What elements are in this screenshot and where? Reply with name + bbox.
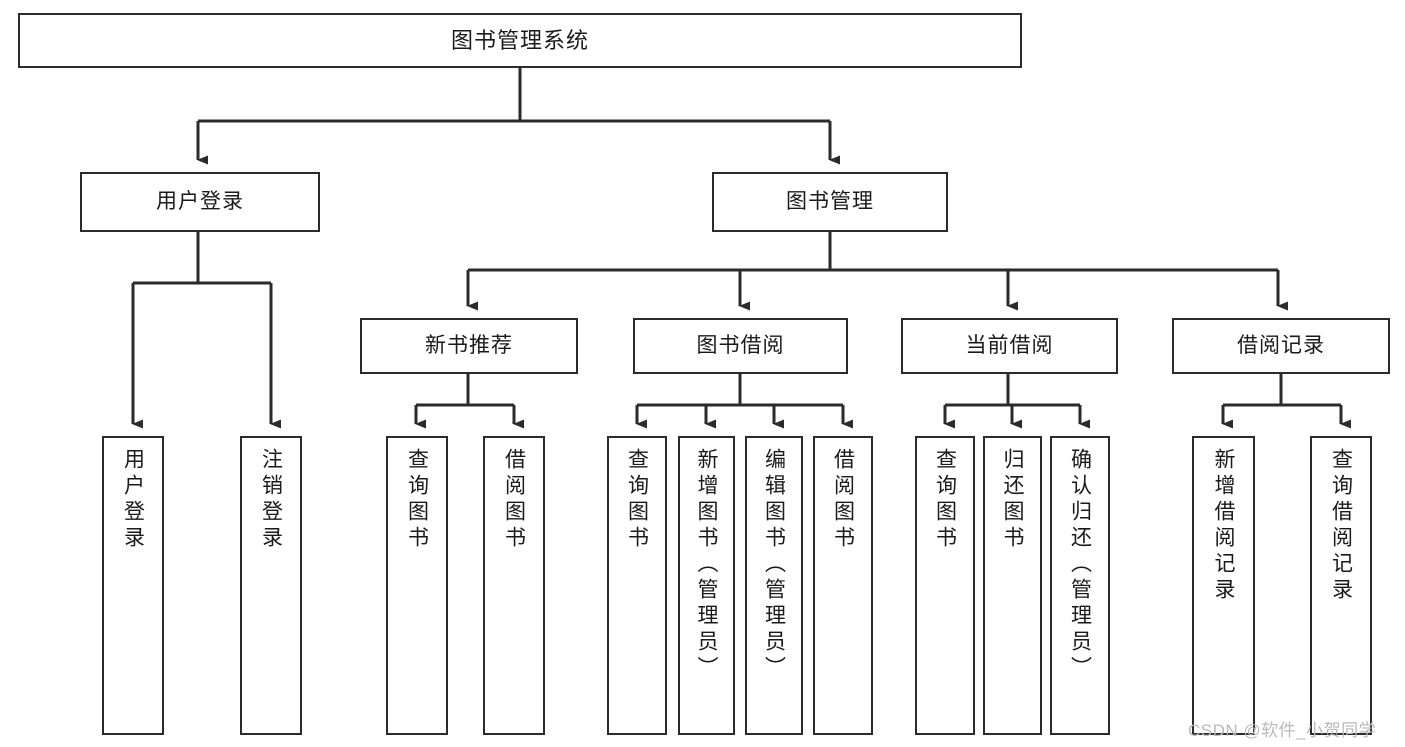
node-user-login[interactable]: 用户登录 — [80, 172, 320, 232]
node-label: 新增借阅记录 — [1212, 448, 1235, 604]
leaf-borrow-book[interactable]: 借阅图书 — [813, 436, 873, 735]
leaf-query-book-borrow[interactable]: 查询图书 — [607, 436, 667, 735]
node-label: 归还图书 — [1001, 448, 1024, 552]
node-label: 图书管理 — [786, 189, 874, 213]
leaf-return-book[interactable]: 归还图书 — [983, 436, 1042, 735]
node-borrow-record[interactable]: 借阅记录 — [1172, 318, 1390, 374]
node-label: 借阅图书 — [502, 448, 526, 552]
node-label: 图书借阅 — [696, 333, 785, 357]
node-book-borrow[interactable]: 图书借阅 — [633, 318, 848, 374]
node-label: 当前借阅 — [965, 333, 1054, 357]
leaf-add-book-admin[interactable]: 新增图书（管理员） — [678, 436, 735, 735]
leaf-borrow-book-recommend[interactable]: 借阅图书 — [483, 436, 545, 735]
node-label: 新书推荐 — [425, 333, 513, 357]
node-root-system[interactable]: 图书管理系统 — [18, 13, 1022, 68]
leaf-query-borrow-record[interactable]: 查询借阅记录 — [1310, 436, 1372, 735]
node-new-book-recommend[interactable]: 新书推荐 — [360, 318, 578, 374]
node-label: 注销登录 — [259, 448, 283, 552]
node-label: 用户登录 — [156, 189, 244, 213]
leaf-user-login[interactable]: 用户登录 — [102, 436, 164, 735]
node-label: 编辑图书（管理员） — [762, 448, 786, 682]
node-label: 借阅图书 — [831, 448, 855, 552]
node-label: 用户登录 — [121, 448, 145, 552]
node-book-management[interactable]: 图书管理 — [712, 172, 948, 232]
leaf-logout[interactable]: 注销登录 — [240, 436, 302, 735]
node-label: 查询图书 — [933, 448, 957, 552]
node-label: 图书管理系统 — [450, 27, 589, 53]
leaf-confirm-return-admin[interactable]: 确认归还（管理员） — [1050, 436, 1110, 735]
leaf-edit-book-admin[interactable]: 编辑图书（管理员） — [745, 436, 803, 735]
node-label: 确认归还（管理员） — [1068, 448, 1092, 682]
leaf-query-book-current[interactable]: 查询图书 — [915, 436, 975, 735]
node-label: 新增图书（管理员） — [695, 448, 718, 682]
node-label: 查询图书 — [405, 448, 429, 552]
node-current-borrow[interactable]: 当前借阅 — [901, 318, 1118, 374]
node-label: 借阅记录 — [1237, 333, 1325, 357]
leaf-query-book-recommend[interactable]: 查询图书 — [386, 436, 448, 735]
node-label: 查询借阅记录 — [1329, 448, 1353, 604]
leaf-add-borrow-record[interactable]: 新增借阅记录 — [1192, 436, 1255, 735]
node-label: 查询图书 — [625, 448, 649, 552]
